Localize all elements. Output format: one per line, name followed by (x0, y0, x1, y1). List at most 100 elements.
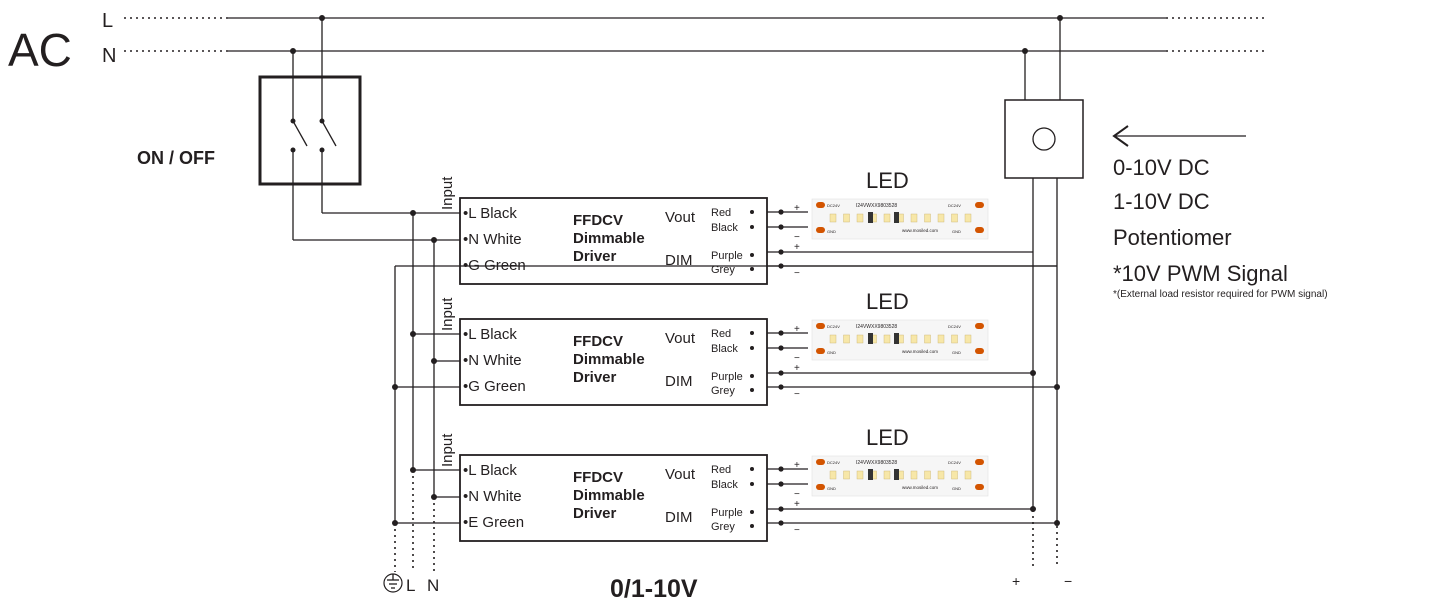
strip-url-label: www.mosiled.com (902, 485, 938, 490)
switch-label: ON / OFF (137, 148, 215, 168)
led-chip-icon (924, 334, 931, 344)
terminal-dot (750, 346, 754, 350)
driver-pin-label: •L Black (463, 326, 517, 343)
resistor-icon (868, 333, 873, 344)
bottom-caption: 0/1-10V (610, 575, 698, 600)
junction-dot (410, 331, 416, 337)
polarity-plus: + (794, 203, 800, 214)
wire-color-label: Grey (711, 521, 735, 533)
strip-dc-label: DC24V (827, 324, 840, 329)
polarity-minus: − (794, 268, 800, 279)
led-chip-icon (951, 334, 958, 344)
led-chip-icon (829, 213, 837, 223)
solder-pad-icon (816, 484, 825, 490)
wire-color-label: Black (711, 222, 738, 234)
driver-pin-label: •E Green (463, 514, 524, 531)
driver-box (459, 454, 768, 542)
driver-pin-label: •L Black (463, 462, 517, 479)
on-off-switch (258, 18, 362, 240)
polarity-minus: − (794, 353, 800, 364)
terminal-dot (750, 253, 754, 257)
strip-gnd-label: GND (952, 486, 961, 491)
led-label: LED (866, 425, 909, 450)
terminal-dot (750, 267, 754, 271)
strip-code-label: I24VWXX9803528 (856, 324, 897, 330)
wire-color-label: Black (711, 479, 738, 491)
strip-code-label: I24VWXX9803528 (856, 203, 897, 209)
vout-label: Vout (665, 209, 696, 226)
led-chip-icon (951, 213, 958, 223)
led-chip-icon (883, 213, 891, 223)
solder-pad-icon (816, 323, 825, 329)
signal-potentiometer: Potentiomer (1113, 225, 1232, 250)
led-chip-icon (937, 470, 945, 480)
junction-dot (778, 224, 784, 230)
led-chip-icon (829, 470, 837, 480)
terminal-dot (750, 482, 754, 486)
input-label: Input (439, 176, 456, 210)
terminal-dot (750, 388, 754, 392)
wire-color-label: Red (711, 328, 731, 340)
junction-dot (1054, 520, 1060, 526)
solder-pad-icon (975, 323, 984, 329)
polarity-plus: + (794, 460, 800, 471)
polarity-minus: − (794, 389, 800, 400)
led-chip-icon (910, 213, 918, 223)
led-chip-icon (964, 213, 972, 223)
wire-color-label: Red (711, 464, 731, 476)
led-chip-icon (964, 334, 972, 344)
strip-gnd-label: GND (827, 486, 836, 491)
resistor-icon (894, 469, 899, 480)
junction-dot (431, 358, 437, 364)
junction-dot (431, 494, 437, 500)
vout-label: Vout (665, 330, 696, 347)
led-chip-icon (883, 334, 891, 344)
solder-pad-icon (975, 202, 984, 208)
junction-dot (1030, 370, 1036, 376)
terminal-dot (750, 374, 754, 378)
led-chip-icon (964, 470, 972, 480)
led-strip-image (811, 455, 989, 497)
resistor-icon (894, 333, 899, 344)
strip-gnd-label: GND (952, 229, 961, 234)
led-chip-icon (843, 213, 850, 223)
driver-box (459, 197, 768, 285)
driver-unit (459, 197, 1057, 285)
junction-dot (778, 209, 784, 215)
wire-color-label: Grey (711, 385, 735, 397)
driver-name-label: FFDCV (573, 333, 623, 350)
junction-dot (778, 384, 784, 390)
solder-pad-icon (975, 459, 984, 465)
bottom-l-label: L (406, 576, 415, 595)
wire-color-label: Red (711, 207, 731, 219)
signal-1-10v: 1-10V DC (1113, 189, 1210, 214)
junction-dot (778, 330, 784, 336)
led-chip-icon (924, 213, 931, 223)
led-chip-icon (843, 334, 850, 344)
junction-dot (392, 520, 398, 526)
solder-pad-icon (975, 227, 984, 233)
strip-dc-label: DC24V (827, 460, 840, 465)
driver-pin-label: •G Green (463, 257, 526, 274)
polarity-minus: − (794, 489, 800, 500)
resistor-icon (868, 212, 873, 223)
dim-label: DIM (665, 373, 693, 390)
led-chip-icon (856, 334, 864, 344)
signal-pwm: *10V PWM Signal (1113, 261, 1288, 286)
wire-color-label: Grey (711, 264, 735, 276)
solder-pad-icon (816, 348, 825, 354)
driver-pin-label: •N White (463, 231, 522, 248)
driver-pin-label: •N White (463, 488, 522, 505)
junction-dot (410, 210, 416, 216)
led-chip-icon (910, 334, 918, 344)
strip-code-label: I24VWXX9803528 (856, 460, 897, 466)
led-chip-icon (856, 213, 864, 223)
led-chip-icon (856, 470, 864, 480)
led-label: LED (866, 289, 909, 314)
terminal-dot (750, 467, 754, 471)
terminal-dot (750, 510, 754, 514)
driver-pin-label: •L Black (463, 205, 517, 222)
led-chip-icon (910, 470, 918, 480)
junction-dot (778, 506, 784, 512)
